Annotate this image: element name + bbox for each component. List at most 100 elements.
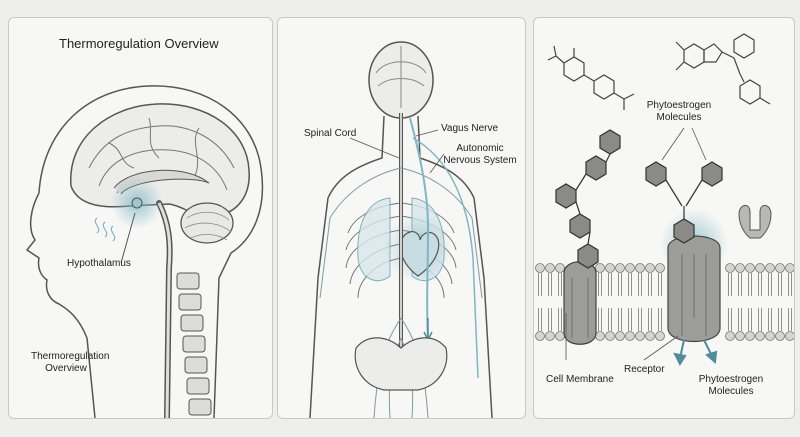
phytoestrogen-docked-center [645, 161, 723, 244]
lipid-tail [778, 308, 782, 331]
lipid-tail [648, 308, 652, 331]
cell-membrane-label: Cell Membrane [546, 374, 614, 385]
lipid-head [755, 263, 765, 273]
lipid-tail [628, 308, 632, 331]
lipid-head [725, 263, 735, 273]
signal-arrows [673, 339, 718, 367]
lipid-head [765, 331, 775, 341]
lipid-head [785, 263, 794, 273]
lipid-head [645, 263, 655, 273]
lipid-tail [768, 308, 772, 331]
receptor-right [738, 205, 772, 239]
lipid-head [545, 331, 555, 341]
brain-panel: Thermoregulation Overview Hypothalamus T… [8, 17, 273, 419]
head-outline [38, 85, 264, 418]
caption-line-1: Thermoregulation [31, 351, 110, 362]
skull-brain-folds [375, 46, 427, 108]
lipid-tail [598, 308, 602, 331]
nervous-system-illustration [309, 41, 493, 418]
lipid-tail [558, 273, 562, 296]
lipid-tail [618, 273, 622, 296]
lipid-tail [738, 273, 742, 296]
lipid-head [735, 331, 745, 341]
lipid-head [605, 331, 615, 341]
lipid-head [645, 331, 655, 341]
lipid-head [775, 331, 785, 341]
lipid-head [605, 263, 615, 273]
lipid-head [625, 263, 635, 273]
lipid-head [625, 331, 635, 341]
ans-label-line-2: Nervous System [443, 155, 517, 166]
lipid-head [595, 263, 605, 273]
hypothalamus-label: Hypothalamus [67, 258, 131, 269]
lipid-tail [658, 273, 662, 296]
lipid-tail [748, 308, 752, 331]
receptor-left [563, 261, 597, 345]
nervous-system-panel: Spinal Cord Vagus Nerve Autonomic Nervou… [277, 17, 526, 419]
phyto-top-pointer-1 [661, 127, 685, 161]
lipid-head [535, 331, 545, 341]
lipid-tail [758, 308, 762, 331]
lipid-head [745, 331, 755, 341]
lipid-head [595, 331, 605, 341]
caption-line-2: Overview [45, 363, 87, 374]
spinal-cord-label: Spinal Cord [304, 128, 357, 139]
lipid-tail [558, 308, 562, 331]
vagus-nerve-label: Vagus Nerve [441, 123, 499, 134]
face-profile [25, 192, 96, 418]
panel-title: Thermoregulation Overview [59, 36, 219, 51]
molecule-structure-1 [547, 45, 635, 110]
lipid-head [635, 331, 645, 341]
lipid-head [765, 263, 775, 273]
phyto-bottom-label: Phytoestrogen Molecules [686, 374, 776, 398]
lipid-tail [768, 273, 772, 296]
left-lung [357, 197, 391, 281]
lipid-tail [538, 273, 542, 296]
lipid-tail [608, 273, 612, 296]
ans-label-line-1: Autonomic [456, 143, 504, 154]
pelvis [354, 337, 448, 391]
phyto-top-label: Phytoestrogen Molecules [634, 100, 724, 124]
phytoestrogen-docked-left [555, 129, 621, 269]
lipid-head [655, 331, 665, 341]
vertebrae [176, 272, 212, 416]
lipid-head [545, 263, 555, 273]
lipid-tail [758, 273, 762, 296]
brain-illustration [25, 85, 264, 418]
ans-label: Autonomic Nervous System [436, 143, 524, 167]
lipid-head [635, 263, 645, 273]
lipid-tail [658, 308, 662, 331]
phyto-top-pointer-2 [691, 127, 707, 161]
lipid-tail [648, 273, 652, 296]
lipid-tail [548, 308, 552, 331]
hypothalamus-pointer [120, 212, 136, 264]
lipid-head [725, 331, 735, 341]
lipid-tail [738, 308, 742, 331]
lipid-tail [728, 308, 732, 331]
phyto-top-line-2: Molecules [656, 112, 702, 123]
vagus-pointer [415, 129, 439, 137]
lipid-tail [598, 273, 602, 296]
lipid-tail [608, 308, 612, 331]
lipid-tail [778, 273, 782, 296]
vagus-nerve-path [409, 117, 430, 339]
ans-pointer [429, 153, 445, 174]
lipid-tail [748, 273, 752, 296]
lipid-tail [638, 308, 642, 331]
molecule-structure-2 [675, 33, 771, 105]
lipid-head [555, 331, 565, 341]
phyto-bottom-line-2: Molecules [708, 386, 754, 397]
molecular-panel: Phytoestrogen Molecules Cell Membrane Re… [533, 17, 795, 419]
lipid-tail [638, 273, 642, 296]
lipid-head [555, 263, 565, 273]
phyto-bottom-line-1: Phytoestrogen [698, 374, 764, 385]
lipid-tail [788, 308, 792, 331]
lipid-tail [538, 308, 542, 331]
molecular-illustration [535, 33, 794, 367]
torso-outline [309, 115, 493, 418]
lipid-tail [788, 273, 792, 296]
lipid-tail [628, 273, 632, 296]
receptor-pointer [643, 335, 679, 361]
lipid-head [535, 263, 545, 273]
receptor-label: Receptor [624, 364, 665, 375]
